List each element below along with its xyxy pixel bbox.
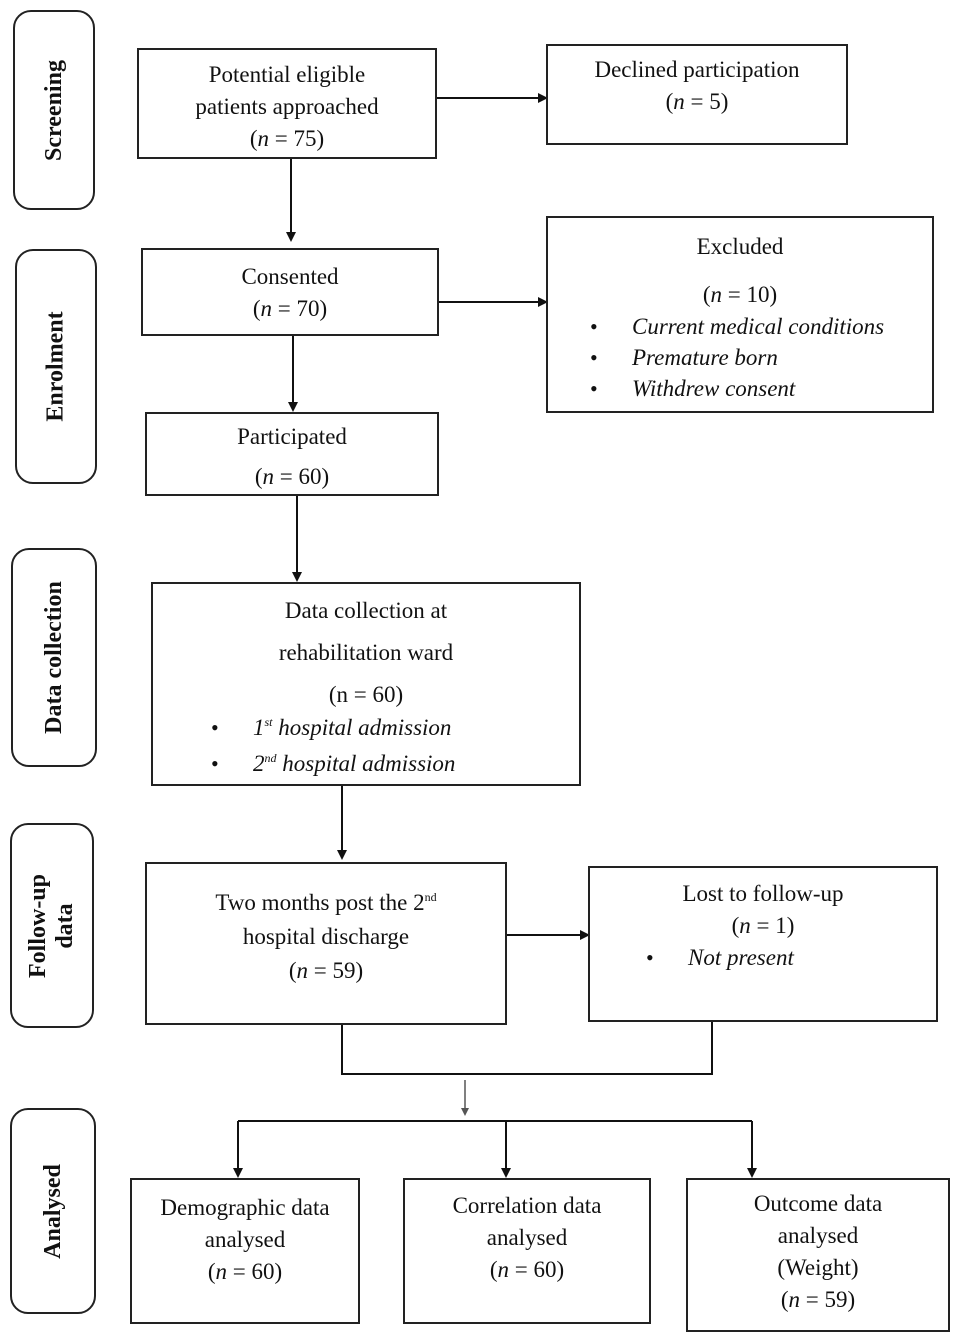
box-approached: Potential eligible patients approached (… xyxy=(137,48,437,159)
stage-analysed: Analysed xyxy=(10,1108,96,1314)
admission-item-2: 2nd hospital admission xyxy=(211,746,579,782)
declined-line1: Declined participation xyxy=(594,57,800,82)
merge-line xyxy=(341,1021,713,1075)
stage-data-collection: Data collection xyxy=(11,548,97,767)
stage-data-collection-label: Data collection xyxy=(40,581,67,734)
approached-count: (n = 75) xyxy=(249,126,325,151)
box-consented: Consented (n = 70) xyxy=(141,248,439,336)
data-collection-count: (n = 60) xyxy=(328,682,404,707)
demographic-count: (n = 60) xyxy=(207,1259,283,1284)
stage-follow-up-label: Follow-up data xyxy=(25,873,79,977)
follow-up-count: (n = 59) xyxy=(288,958,364,983)
correlation-line1: Correlation data xyxy=(452,1193,602,1218)
lost-line1: Lost to follow-up xyxy=(682,881,844,906)
box-lost: Lost to follow-up (n = 1) Not present xyxy=(588,866,938,1022)
box-follow-up: Two months post the 2nd hospital dischar… xyxy=(145,862,507,1025)
excluded-reason-2: Premature born xyxy=(590,342,932,373)
excluded-count: (n = 10) xyxy=(702,282,778,307)
consented-count: (n = 70) xyxy=(252,296,328,321)
correlation-line2: analysed xyxy=(486,1225,568,1250)
outcome-line3: (Weight) xyxy=(777,1255,859,1280)
stage-follow-up: Follow-up data xyxy=(10,823,94,1028)
consented-line1: Consented xyxy=(241,264,339,289)
participated-line1: Participated xyxy=(237,424,347,449)
data-collection-line2: rehabilitation ward xyxy=(278,640,454,665)
declined-count: (n = 5) xyxy=(665,89,729,114)
stage-analysed-label: Analysed xyxy=(39,1163,66,1259)
approached-line1: Potential eligible xyxy=(208,62,366,87)
box-excluded: Excluded (n = 10) Current medical condit… xyxy=(546,216,934,413)
approached-line2: patients approached xyxy=(195,94,379,119)
lost-reason-1: Not present xyxy=(646,942,936,973)
box-participated: Participated (n = 60) xyxy=(145,412,439,496)
box-correlation: Correlation data analysed (n = 60) xyxy=(403,1178,651,1324)
demographic-line2: analysed xyxy=(204,1227,286,1252)
follow-up-line2: hospital discharge xyxy=(242,924,410,949)
participated-count: (n = 60) xyxy=(254,464,330,489)
lost-count: (n = 1) xyxy=(731,913,795,938)
box-declined: Declined participation (n = 5) xyxy=(546,44,848,145)
outcome-line2: analysed xyxy=(777,1223,859,1248)
stage-screening: Screening xyxy=(13,10,95,210)
excluded-reason-1: Current medical conditions xyxy=(590,311,932,342)
data-collection-line1: Data collection at xyxy=(284,598,448,623)
stage-enrolment: Enrolment xyxy=(15,249,97,484)
lost-reasons: Not present xyxy=(646,942,936,973)
excluded-reason-3: Withdrew consent xyxy=(590,373,932,404)
stage-enrolment-label: Enrolment xyxy=(42,311,69,422)
stage-screening-label: Screening xyxy=(40,59,67,161)
follow-up-line1: Two months post the 2nd xyxy=(215,890,437,915)
outcome-line1: Outcome data xyxy=(753,1191,883,1216)
stage-follow-up-line2: data xyxy=(52,902,79,949)
box-demographic: Demographic data analysed (n = 60) xyxy=(130,1178,360,1324)
demographic-line1: Demographic data xyxy=(160,1195,330,1220)
admission-item-1: 1st hospital admission xyxy=(211,710,579,746)
correlation-count: (n = 60) xyxy=(489,1257,565,1282)
stage-follow-up-line1: Follow-up xyxy=(25,873,52,978)
box-outcome: Outcome data analysed (Weight) (n = 59) xyxy=(686,1178,950,1332)
admission-list: 1st hospital admission 2nd hospital admi… xyxy=(211,710,579,782)
box-data-collection: Data collection at rehabilitation ward (… xyxy=(151,582,581,786)
excluded-line1: Excluded xyxy=(696,234,784,259)
outcome-count: (n = 59) xyxy=(780,1287,856,1312)
excluded-reasons: Current medical conditions Premature bor… xyxy=(590,311,932,404)
